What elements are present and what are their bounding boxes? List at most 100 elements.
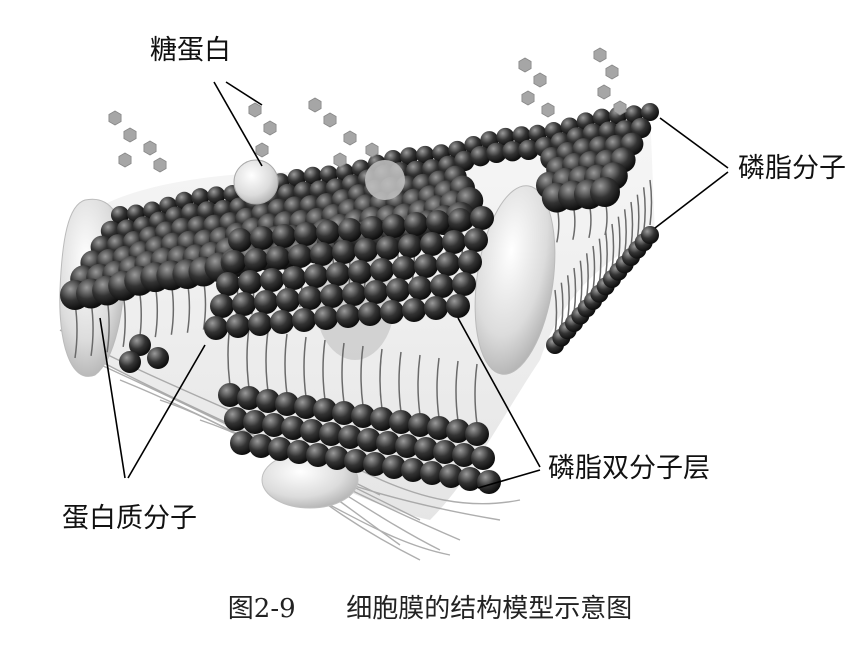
phospholipid-head	[288, 244, 312, 268]
phospholipid-head	[276, 288, 300, 312]
phospholipid-head	[332, 240, 356, 264]
sugar-unit	[593, 47, 607, 63]
label-glycoprotein: 糖蛋白	[150, 35, 231, 66]
phospholipid-head	[332, 401, 356, 425]
phospholipid-head	[358, 302, 382, 326]
phospholipid-head	[436, 252, 460, 276]
phospholipid-head	[420, 461, 444, 485]
phospholipid-head	[590, 176, 620, 207]
phospholipid-head	[119, 351, 141, 373]
sugar-unit	[597, 84, 611, 100]
phospholipid-head	[326, 262, 350, 286]
leader-lines	[99, 81, 729, 489]
phospholipid-head	[316, 220, 340, 244]
phospholipid-head	[266, 246, 290, 270]
phospholipid-head	[360, 216, 384, 240]
phospholipid-head	[256, 389, 280, 413]
phospholipid-head	[294, 222, 318, 246]
phospholipid-head	[310, 242, 334, 266]
phospholipid-head	[363, 452, 387, 476]
phospholipid-head	[218, 383, 242, 407]
sugar-unit	[613, 100, 627, 116]
phospholipid-head	[458, 467, 482, 491]
phospholipid-head	[260, 268, 284, 292]
lipid-tail	[379, 348, 383, 410]
sugar-unit	[343, 130, 357, 146]
phospholipid-head	[518, 139, 539, 160]
phospholipid-head	[243, 410, 267, 434]
sugar-chains	[108, 47, 627, 173]
phospholipid-head	[354, 238, 378, 262]
phospholipid-head	[395, 434, 419, 458]
phospholipid-head	[237, 386, 261, 410]
phospholipid-head	[458, 250, 482, 274]
phospholipid-head	[300, 419, 324, 443]
sugar-unit	[521, 90, 535, 106]
phospholipid-head	[228, 228, 252, 252]
phospholipid-head	[465, 422, 489, 446]
glycoprotein-knob	[233, 159, 279, 205]
lipid-tail	[284, 333, 288, 395]
phospholipid-head	[244, 248, 268, 272]
phospholipid-head	[392, 256, 416, 280]
phospholipid-head	[382, 455, 406, 479]
phospholipid-head	[512, 126, 531, 145]
phospholipid-head	[287, 440, 311, 464]
phospholipid-head	[254, 290, 278, 314]
lipid-tail	[649, 179, 653, 226]
phospholipid-head	[414, 437, 438, 461]
sugar-unit	[518, 57, 532, 73]
lipid-tail	[322, 339, 326, 401]
phospholipid-head	[502, 140, 523, 162]
phospholipid-head	[364, 280, 388, 304]
lipid-tail	[398, 351, 402, 413]
phospholipid-head	[304, 264, 328, 288]
label-protein-molecule: 蛋白质分子	[62, 503, 197, 534]
phospholipid-head	[442, 230, 466, 254]
phospholipid-head	[376, 431, 400, 455]
phospholipid-head	[314, 306, 338, 330]
lipid-tails-lower	[227, 324, 478, 425]
phospholipid-head	[344, 449, 368, 473]
phospholipid-head	[470, 206, 494, 230]
phospholipid-head	[401, 458, 425, 482]
lipid-tail	[341, 342, 345, 404]
phospholipid-head	[348, 260, 372, 284]
protein-right	[474, 185, 556, 375]
lipid-tail	[436, 357, 440, 419]
phospholipid-head	[238, 270, 262, 294]
lipid-tail	[474, 363, 478, 425]
protein-knob	[365, 160, 405, 200]
phospholipid-head	[207, 186, 226, 205]
phospholipid-head	[454, 150, 475, 172]
phospholipid-head	[147, 347, 169, 369]
phospholipid-head	[446, 294, 470, 318]
phospholipid-head	[433, 440, 457, 464]
caption-title: 细胞膜的结构模型示意图	[346, 594, 633, 624]
lipid-tail	[417, 354, 421, 416]
sugar-unit	[541, 102, 555, 118]
phospholipid-head	[370, 258, 394, 282]
phospholipid-head	[439, 464, 463, 488]
sugar-unit	[365, 142, 379, 158]
phospholipid-head	[448, 208, 472, 232]
phospholipid-head	[452, 443, 476, 467]
phospholipid-head	[313, 398, 337, 422]
phospholipid-head	[275, 392, 299, 416]
sugar-unit	[118, 152, 132, 168]
phospholipid-head	[338, 218, 362, 242]
phospholipid-head	[357, 428, 381, 452]
phospholipid-head	[471, 446, 495, 470]
sugar-unit	[255, 142, 269, 158]
sugar-unit	[533, 72, 547, 88]
caption-number: 图2-9	[227, 594, 296, 624]
phospholipid-head	[414, 254, 438, 278]
sugar-unit	[248, 102, 262, 118]
phospholipid-head	[111, 206, 129, 224]
phospholipid-head	[382, 214, 406, 238]
phospholipid-head	[224, 407, 248, 431]
phospholipid-heads	[60, 102, 659, 494]
sugar-unit	[308, 97, 322, 113]
lipid-tail	[303, 336, 307, 398]
sugar-unit	[605, 64, 619, 80]
